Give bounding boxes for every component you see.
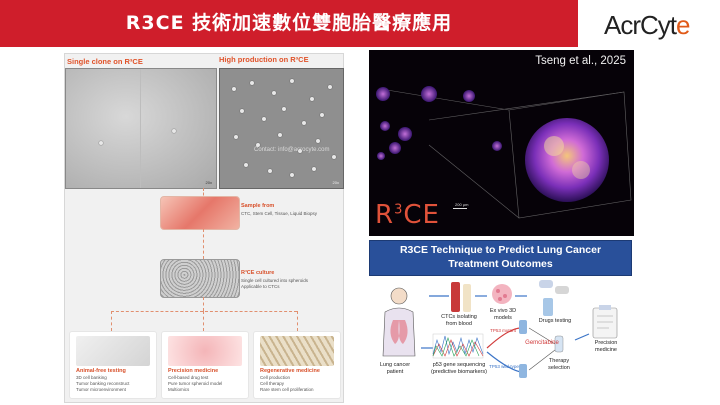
tp53-mutant-label: TP53 mutant bbox=[490, 328, 516, 333]
exvivo-label: Ex vivo 3D models bbox=[489, 308, 517, 321]
ctc-isolating-label: CTCs isolating from blood bbox=[441, 314, 477, 327]
mouse-image bbox=[76, 336, 150, 366]
banner-line-1: R3CE Technique to Predict Lung Cancer bbox=[399, 244, 602, 256]
slide-title: R3CE 技術加速數位雙胞胎醫療應用 bbox=[125, 12, 453, 34]
tissue-image bbox=[260, 336, 334, 366]
lung-cancer-banner: R3CE Technique to Predict Lung Cancer Tr… bbox=[369, 240, 632, 276]
card-title: Animal-free testing bbox=[76, 368, 126, 374]
card-regenerative-medicine: Regenerative medicine Cell production Ce… bbox=[253, 331, 341, 399]
scale-bar-label: 200 μm bbox=[455, 202, 469, 207]
culture-title: R³CE culture bbox=[241, 270, 275, 276]
card-item: Tumor banking reconstruct bbox=[76, 381, 130, 386]
single-clone-micrograph: 20x bbox=[65, 68, 217, 189]
brand-r: R bbox=[375, 200, 395, 230]
logo-text-e: e bbox=[676, 10, 691, 40]
logo-text-yt: yt bbox=[657, 10, 677, 40]
acrocyte-logo: AcrCyte bbox=[604, 10, 691, 40]
label-single-clone: Single clone on R³CE bbox=[67, 57, 143, 66]
scale-label-left: 20x bbox=[205, 180, 212, 185]
treatment-workflow-diagram: CTCs isolating from blood Ex vivo 3D mod… bbox=[369, 278, 634, 402]
scale-bar bbox=[453, 208, 467, 209]
citation-label: Tseng et al., 2025 bbox=[535, 55, 626, 67]
patient-label: Lung cancer patient bbox=[379, 362, 411, 375]
p53-label: p53 gene sequencing (predictive biomarke… bbox=[431, 362, 487, 375]
brand-sup: 3 bbox=[394, 202, 404, 218]
blood-cells-image bbox=[160, 196, 240, 230]
high-production-micrograph: Contact: info@acrocyte.com 20x bbox=[219, 68, 344, 189]
gemcitabine-label: Gemcitabine bbox=[525, 340, 559, 346]
card-animal-free: Animal-free testing 3D cell banking Tumo… bbox=[69, 331, 157, 399]
spheroid-3d-micrograph: Tseng et al., 2025 R3CE 200 μm bbox=[369, 50, 634, 236]
r3ce-workflow-panel: Single clone on R³CE High production on … bbox=[64, 53, 344, 403]
card-item: Pure tumor spheroid model bbox=[168, 381, 223, 386]
card-item: 3D cell banking bbox=[76, 375, 107, 380]
culture-desc-1: Single cell cultured into spheroids bbox=[241, 278, 309, 283]
card-item: Rare stem cell proliferation bbox=[260, 387, 314, 392]
contact-watermark: Contact: info@acrocyte.com bbox=[254, 147, 330, 153]
card-title: Regenerative medicine bbox=[260, 368, 320, 374]
card-item: Cell therapy bbox=[260, 381, 285, 386]
culture-desc-2: Applicable to CTCs bbox=[241, 284, 280, 289]
brand-ce: CE bbox=[403, 200, 440, 230]
card-item: Cell-based drug test bbox=[168, 375, 209, 380]
drugs-testing-label: Drugs testing bbox=[538, 318, 572, 324]
card-title: Precision medicine bbox=[168, 368, 219, 374]
spheroid-render bbox=[376, 86, 632, 219]
sample-desc: CTC, Stem Cell, Tissue, Liquid Biopsy bbox=[241, 211, 318, 216]
r3ce-brand-mark: R3CE bbox=[375, 200, 440, 230]
label-high-production: High production on R³CE bbox=[219, 55, 309, 64]
well-plate-image bbox=[168, 336, 242, 366]
card-item: Cell production bbox=[260, 375, 291, 380]
sample-title: Sample from bbox=[241, 203, 275, 209]
card-item: Tumor microenvironment bbox=[76, 387, 126, 392]
logo-text-c: C bbox=[640, 10, 659, 40]
logo-text-a: Acr bbox=[604, 10, 641, 40]
card-precision-medicine: Precision medicine Cell-based drug test … bbox=[161, 331, 249, 399]
title-bar bbox=[0, 0, 578, 47]
scale-label-right: 20x bbox=[332, 180, 339, 185]
diagram-graphics bbox=[382, 280, 618, 378]
card-item: Multiomics bbox=[168, 387, 190, 392]
tp53-wildtype-label: TP53 wild-type bbox=[489, 364, 519, 369]
spheroid-array-image bbox=[160, 259, 240, 298]
therapy-selection-label: Therapy selection bbox=[548, 358, 570, 371]
banner-line-2: Treatment Outcomes bbox=[448, 258, 553, 270]
precision-medicine-label: Precision medicine bbox=[594, 340, 618, 353]
